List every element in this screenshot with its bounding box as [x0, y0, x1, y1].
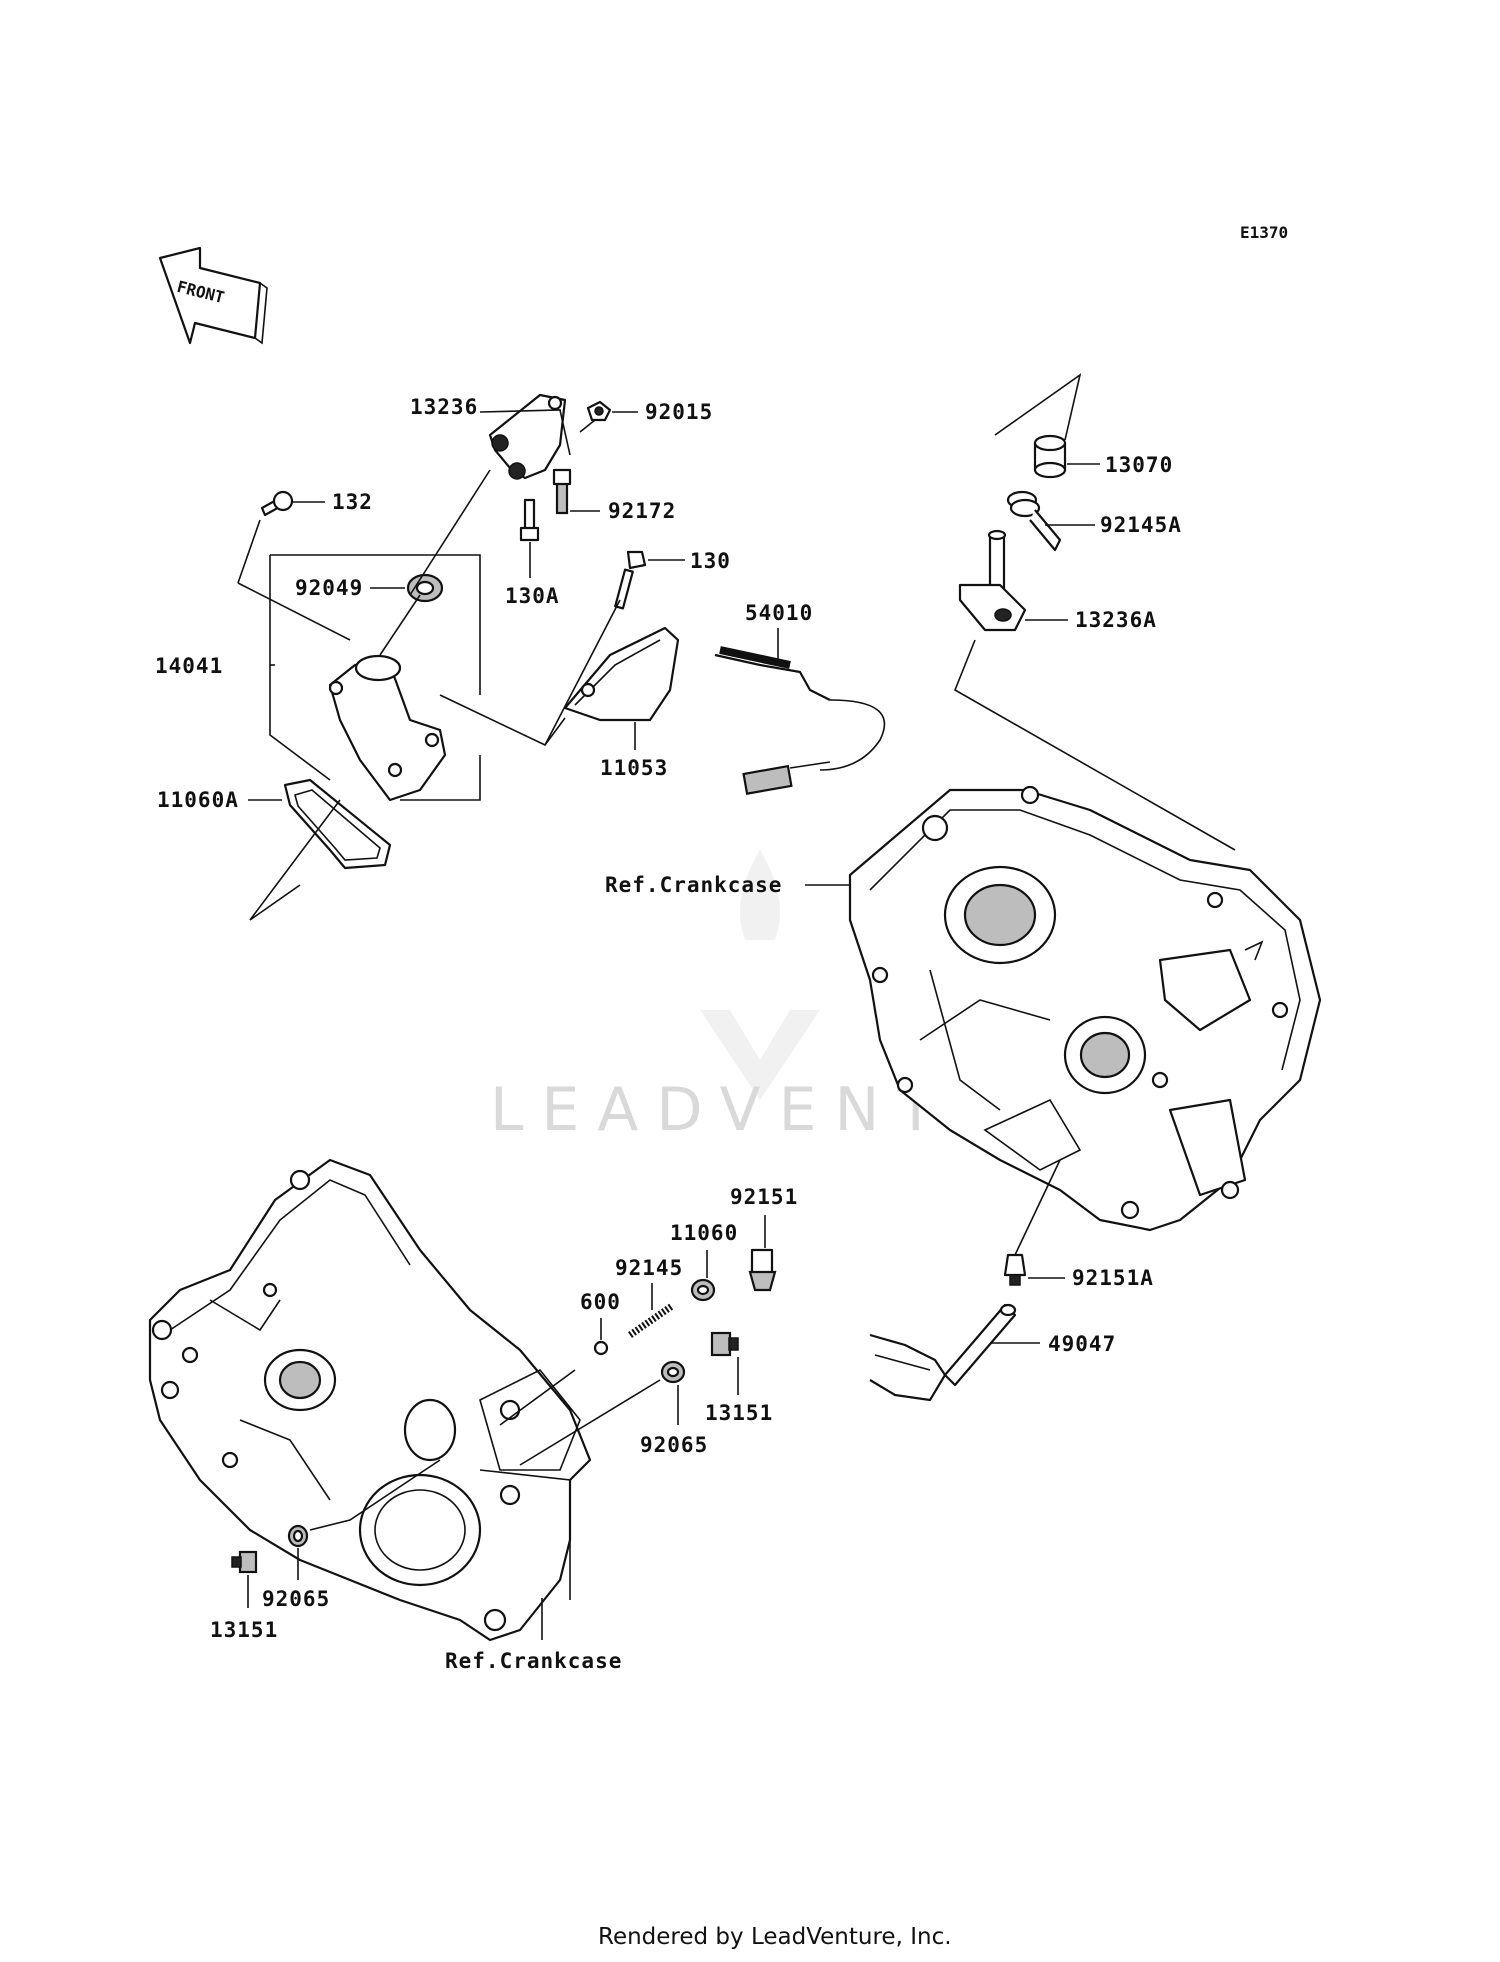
label-13070: 13070 [1067, 453, 1173, 477]
diagram-code: E1370 [1240, 223, 1288, 242]
svg-text:92172: 92172 [608, 499, 676, 523]
guide-11053 [563, 626, 680, 722]
label-600: 600 [580, 1290, 621, 1340]
label-92015: 92015 [612, 400, 713, 424]
svg-text:14041: 14041 [155, 654, 223, 678]
shift-arm-13236 [488, 393, 567, 480]
label-13236A: 13236A [1025, 608, 1157, 632]
svg-text:Ref.Crankcase: Ref.Crankcase [605, 873, 782, 897]
label-92065: 92065 [640, 1385, 708, 1457]
svg-text:132: 132 [332, 490, 373, 514]
collar-13070 [1033, 434, 1067, 479]
label-14041: 14041 [155, 654, 223, 678]
svg-text:92015: 92015 [645, 400, 713, 424]
label-11060: 11060 [670, 1221, 738, 1278]
bolt-130 [614, 550, 647, 610]
shift-fork-49047 [869, 1303, 1017, 1402]
plug-92151A [1003, 1253, 1027, 1286]
crankcase-left [148, 1158, 592, 1642]
label-11053: 11053 [600, 722, 668, 780]
label-49047: 49047 [990, 1332, 1116, 1356]
svg-text:92151: 92151 [730, 1185, 798, 1209]
front-arrow-icon: FRONT [158, 246, 268, 345]
label-92172: 92172 [570, 499, 676, 523]
svg-text:92065: 92065 [262, 1587, 330, 1611]
svg-text:130: 130 [690, 549, 731, 573]
label-13236: 13236 [410, 395, 478, 419]
svg-text:11060: 11060 [670, 1221, 738, 1245]
svg-text:13070: 13070 [1105, 453, 1173, 477]
bolt-130A [519, 498, 540, 542]
label-92145: 92145 [615, 1256, 683, 1310]
gasket-11060A [283, 778, 392, 870]
crankcase-right [848, 785, 1322, 1232]
ball-600 [593, 1340, 609, 1356]
svg-text:13236A: 13236A [1075, 608, 1157, 632]
bolt-132 [260, 490, 294, 517]
spring-92145A [1006, 490, 1062, 552]
label-132: 132 [292, 490, 373, 514]
label-92065-b: 92065 [262, 1548, 330, 1611]
svg-text:92065: 92065 [640, 1433, 708, 1457]
label-13151: 13151 [705, 1357, 773, 1425]
label-92151A: 92151A [1028, 1266, 1154, 1290]
gasket-11060 [690, 1278, 716, 1302]
label-ref-crankcase-upper: Ref.Crankcase [605, 873, 850, 897]
oil-seal-92049 [406, 573, 444, 603]
label-13151-b: 13151 [210, 1575, 278, 1642]
svg-text:13151: 13151 [705, 1401, 773, 1425]
nut-92015 [586, 400, 612, 422]
svg-text:600: 600 [580, 1290, 621, 1314]
label-54010: 54010 [745, 601, 813, 660]
washer-92065-b [287, 1524, 309, 1548]
svg-text:92145: 92145 [615, 1256, 683, 1280]
svg-text:13151: 13151 [210, 1618, 278, 1642]
plug-92151 [748, 1248, 777, 1292]
svg-text:13236: 13236 [410, 395, 478, 419]
washer-92065 [660, 1360, 686, 1384]
shift-shaft-13236A [958, 529, 1027, 632]
bolt-92172 [552, 468, 572, 515]
svg-text:Ref.Crankcase: Ref.Crankcase [445, 1649, 622, 1673]
svg-text:49047: 49047 [1048, 1332, 1116, 1356]
label-92049: 92049 [295, 576, 405, 600]
svg-text:92151A: 92151A [1072, 1266, 1154, 1290]
cable-54010 [714, 646, 886, 795]
label-11060A: 11060A [157, 788, 282, 812]
label-92151: 92151 [730, 1185, 798, 1248]
footer-credit: Rendered by LeadVenture, Inc. [598, 1924, 952, 1950]
switch-13151-b [231, 1550, 258, 1574]
spring-92145 [628, 1303, 674, 1338]
leadventure-watermark-logo [700, 850, 820, 1100]
svg-text:54010: 54010 [745, 601, 813, 625]
label-ref-crankcase-lower: Ref.Crankcase [445, 1598, 622, 1673]
cover-14041 [328, 654, 447, 802]
svg-text:11060A: 11060A [157, 788, 239, 812]
svg-text:130A: 130A [505, 584, 560, 608]
label-130: 130 [648, 549, 731, 573]
label-130A: 130A [505, 542, 560, 608]
svg-text:92145A: 92145A [1100, 513, 1182, 537]
label-92145A: 92145A [1045, 513, 1182, 537]
svg-text:92049: 92049 [295, 576, 363, 600]
svg-text:11053: 11053 [600, 756, 668, 780]
switch-13151 [710, 1331, 739, 1357]
